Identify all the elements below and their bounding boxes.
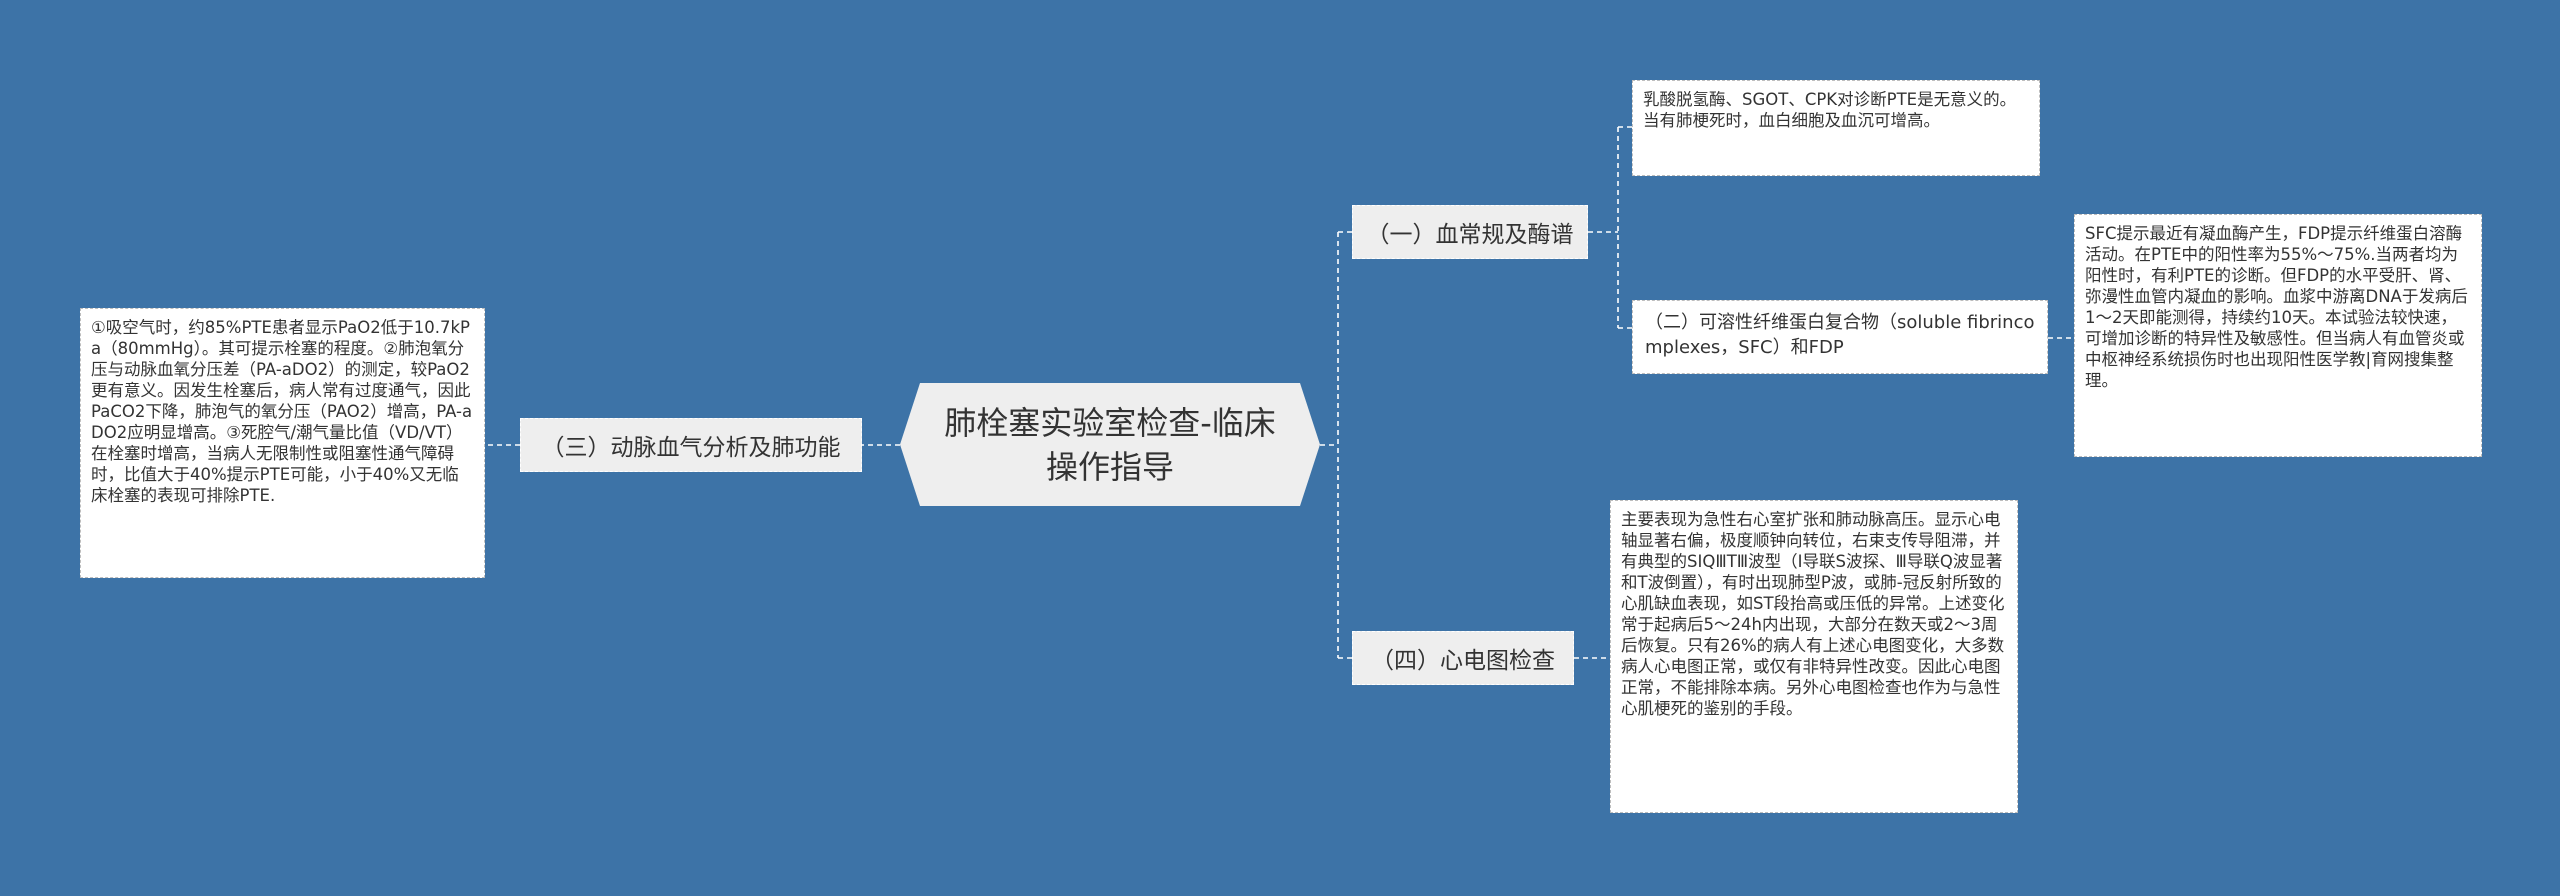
branch-blood-routine-label: （一）血常规及酶谱 (1366, 222, 1574, 248)
branch-blood-gas[interactable]: （三）动脉血气分析及肺功能 (520, 418, 862, 472)
leaf-blood-gas-text: ①吸空气时，约85%PTE患者显示PaO2低于10.7kPa（80mmHg）。其… (91, 318, 473, 505)
branch-blood-routine[interactable]: （一）血常规及酶谱 (1352, 205, 1588, 259)
branch-blood-gas-label: （三）动脉血气分析及肺功能 (541, 435, 841, 461)
root-topic-text: 肺栓塞实验室检查-临床操作指导 (944, 403, 1276, 486)
subtopic-sfc-fdp-label: （二）可溶性纤维蛋白复合物（soluble fibrincomplexes，SF… (1645, 312, 2035, 358)
leaf-sfc-note[interactable]: SFC提示最近有凝血酶产生，FDP提示纤维蛋白溶酶活动。在PTE中的阳性率为55… (2074, 214, 2482, 457)
leaf-sfc-text: SFC提示最近有凝血酶产生，FDP提示纤维蛋白溶酶活动。在PTE中的阳性率为55… (2085, 224, 2468, 390)
leaf-enzyme-text: 乳酸脱氢酶、SGOT、CPK对诊断PTE是无意义的。当有肺梗死时，血白细胞及血沉… (1643, 90, 2017, 130)
leaf-blood-gas-note[interactable]: ①吸空气时，约85%PTE患者显示PaO2低于10.7kPa（80mmHg）。其… (80, 308, 485, 578)
subtopic-sfc-fdp[interactable]: （二）可溶性纤维蛋白复合物（soluble fibrincomplexes，SF… (1632, 300, 2048, 374)
leaf-enzyme-note[interactable]: 乳酸脱氢酶、SGOT、CPK对诊断PTE是无意义的。当有肺梗死时，血白细胞及血沉… (1632, 80, 2040, 176)
leaf-ecg-text: 主要表现为急性右心室扩张和肺动脉高压。显示心电轴显著右偏，极度顺钟向转位，右束支… (1621, 510, 2005, 718)
leaf-ecg-note[interactable]: 主要表现为急性右心室扩张和肺动脉高压。显示心电轴显著右偏，极度顺钟向转位，右束支… (1610, 500, 2018, 813)
root-topic[interactable]: 肺栓塞实验室检查-临床操作指导 (900, 383, 1320, 506)
branch-ecg-label: （四）心电图检查 (1371, 648, 1555, 674)
branch-ecg[interactable]: （四）心电图检查 (1352, 631, 1574, 685)
